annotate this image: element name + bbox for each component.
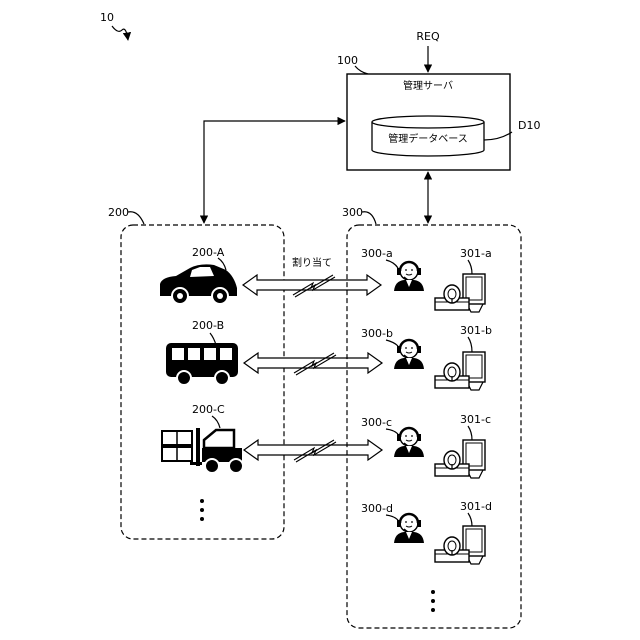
operator-ref-a: 300-a [361,247,393,260]
vehicle-ref-b: 200-B [192,319,224,332]
vehicle-ref-c: 200-C [192,403,225,416]
terminal-ref-a: 301-a [460,247,492,260]
terminal-icon-c [435,440,485,478]
figure-ref-arrow [112,26,128,40]
terminal-icon-b [435,352,485,390]
operator-ref-b: 300-b [361,327,393,340]
operator-icon-c [394,428,424,457]
server-ref: 100 [337,54,358,67]
database-name: 管理データベース [388,132,468,145]
figure-ref: 10 [100,11,114,24]
operator-group-ref: 300 [342,206,363,219]
operator-icon-b [394,340,424,369]
car-icon [160,264,237,304]
vehicle-group-ref: 200 [108,206,129,219]
operator-group-leader [362,212,376,224]
server-vehicle-link [204,121,345,223]
vehicle-group-leader [128,212,144,224]
bus-icon [166,343,238,385]
vehicles-more-ellipsis [200,499,204,521]
operators-more-ellipsis [431,590,435,612]
terminal-icon-a [435,274,485,312]
operator-ref-c: 300-c [361,416,392,429]
operator-icon-a [394,262,424,291]
terminal-ref-c: 301-c [460,413,491,426]
database-ref: D10 [518,119,540,132]
terminal-ref-d: 301-d [460,500,492,513]
forklift-icon [162,428,243,473]
operator-icon-d [394,514,424,543]
server-ref-leader [355,66,368,74]
operator-ref-d: 300-d [361,502,393,515]
comm-arrow-b [244,353,382,375]
server-name: 管理サーバ [403,79,453,92]
comm-arrow-c [244,440,382,462]
assignment-label: 割り当て [292,256,332,269]
terminal-ref-b: 301-b [460,324,492,337]
vehicle-ref-a: 200-A [192,246,225,259]
req-label: REQ [416,30,440,43]
terminal-icon-d [435,526,485,564]
comm-arrow-a [243,275,381,297]
